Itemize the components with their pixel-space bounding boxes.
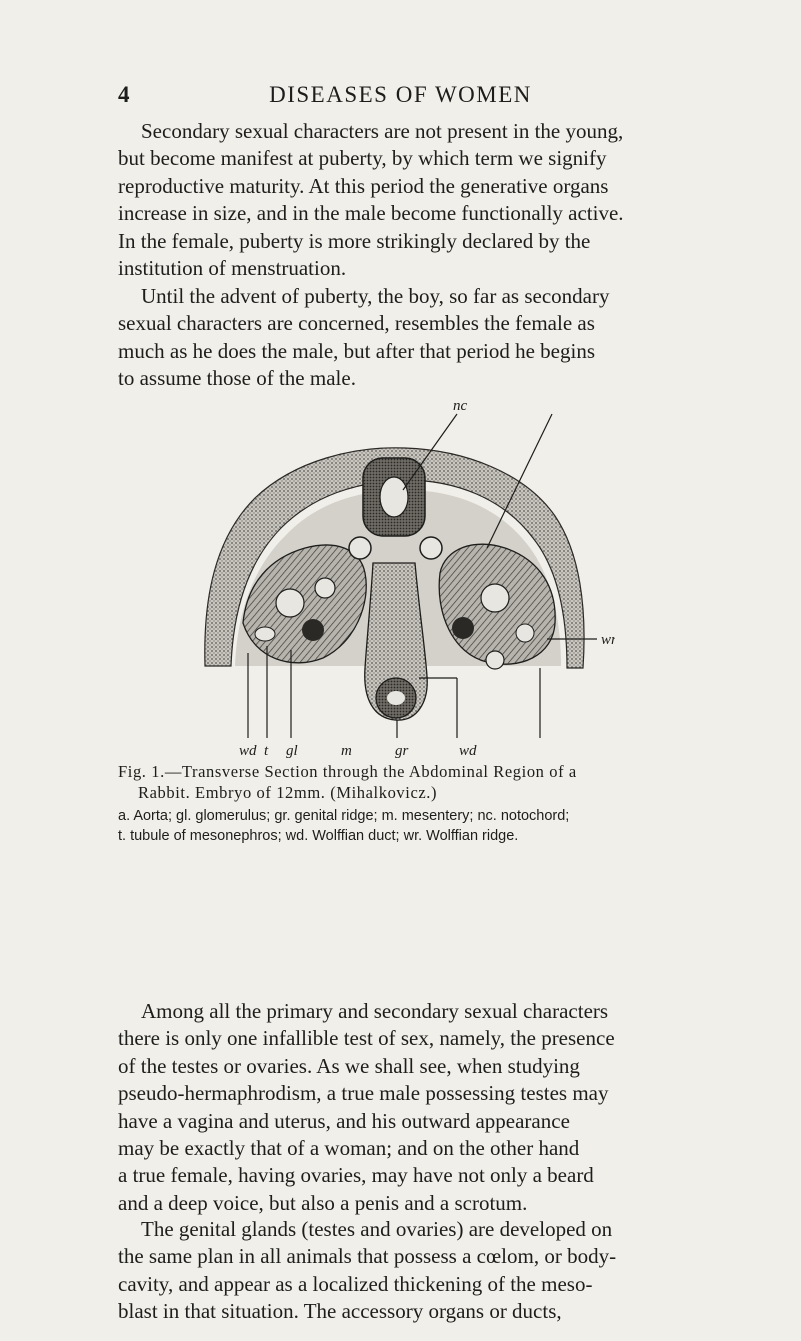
- label-wd-left: wd: [239, 743, 257, 758]
- text-line: reproductive maturity. At this period th…: [118, 173, 609, 198]
- label-nc: nc: [453, 398, 468, 414]
- text-line: but become manifest at puberty, by which…: [118, 146, 607, 171]
- body-wall: [204, 447, 585, 669]
- paragraph-puberty: Until the advent of puberty, the boy, so…: [118, 283, 684, 393]
- label-m: m: [341, 743, 352, 758]
- text-line: In the female, puberty is more strikingl…: [118, 228, 591, 253]
- label-wd-right: wd: [459, 743, 477, 758]
- text-line: to assume those of the male.: [118, 366, 356, 391]
- page-number: 4: [118, 82, 131, 107]
- paragraph-genital-glands: The genital glands (testes and ovaries) …: [118, 1216, 684, 1326]
- caption-line: Rabbit. Embryo of 12mm. (Mihalkovicz.): [138, 783, 438, 802]
- text-line: cavity, and appear as a localized thicke…: [118, 1271, 593, 1296]
- text-line: pseudo-hermaphrodism, a true male posses…: [118, 1081, 609, 1106]
- text-line: there is only one infallible test of sex…: [118, 1026, 615, 1051]
- page-header: 4 DISEASES OF WOMEN: [0, 82, 801, 114]
- embryo-section-figure: nc wr wd t gl m gr wd: [195, 398, 615, 758]
- text-line: Secondary sexual characters are not pres…: [141, 119, 624, 143]
- label-wr: wr: [601, 632, 615, 648]
- figure-caption-title: Fig. 1.—Transverse Section through the A…: [118, 761, 688, 803]
- text-line: have a vagina and uterus, and his outwar…: [118, 1108, 570, 1133]
- text-line: of the testes or ovaries. As we shall se…: [118, 1053, 580, 1078]
- mesentery: [364, 562, 428, 721]
- label-gl: gl: [286, 743, 298, 758]
- text-line: Until the advent of puberty, the boy, so…: [141, 284, 610, 308]
- text-line: much as he does the male, but after that…: [118, 338, 596, 363]
- text-line: The genital glands (testes and ovaries) …: [141, 1217, 613, 1241]
- text-line: a true female, having ovaries, may have …: [118, 1163, 594, 1188]
- text-line: increase in size, and in the male become…: [118, 201, 624, 226]
- running-title: DISEASES OF WOMEN: [269, 82, 532, 107]
- text-line: sexual characters are concerned, resembl…: [118, 311, 595, 336]
- label-t: t: [264, 743, 269, 758]
- figure-legend: a. Aorta; gl. glomerulus; gr. genital ri…: [118, 806, 688, 846]
- paragraph-secondary-characters: Secondary sexual characters are not pres…: [118, 118, 684, 282]
- text-line: the same plan in all animals that posses…: [118, 1244, 617, 1269]
- label-gr: gr: [395, 743, 409, 758]
- legend-line: t. tubule of mesonephros; wd. Wolffian d…: [118, 828, 519, 844]
- embryo-section-illustration: nc wr wd t gl m gr wd: [204, 398, 615, 758]
- text-line: institution of menstruation.: [118, 256, 347, 281]
- caption-line: Fig. 1.—Transverse Section through the A…: [118, 762, 577, 781]
- paragraph-infallible-test: Among all the primary and secondary sexu…: [118, 998, 684, 1217]
- text-line: and a deep voice, but also a penis and a…: [118, 1190, 528, 1215]
- text-line: may be exactly that of a woman; and on t…: [118, 1136, 580, 1161]
- text-line: blast in that situation. The accessory o…: [118, 1299, 562, 1324]
- legend-line: a. Aorta; gl. glomerulus; gr. genital ri…: [118, 808, 570, 824]
- text-line: Among all the primary and secondary sexu…: [141, 999, 609, 1023]
